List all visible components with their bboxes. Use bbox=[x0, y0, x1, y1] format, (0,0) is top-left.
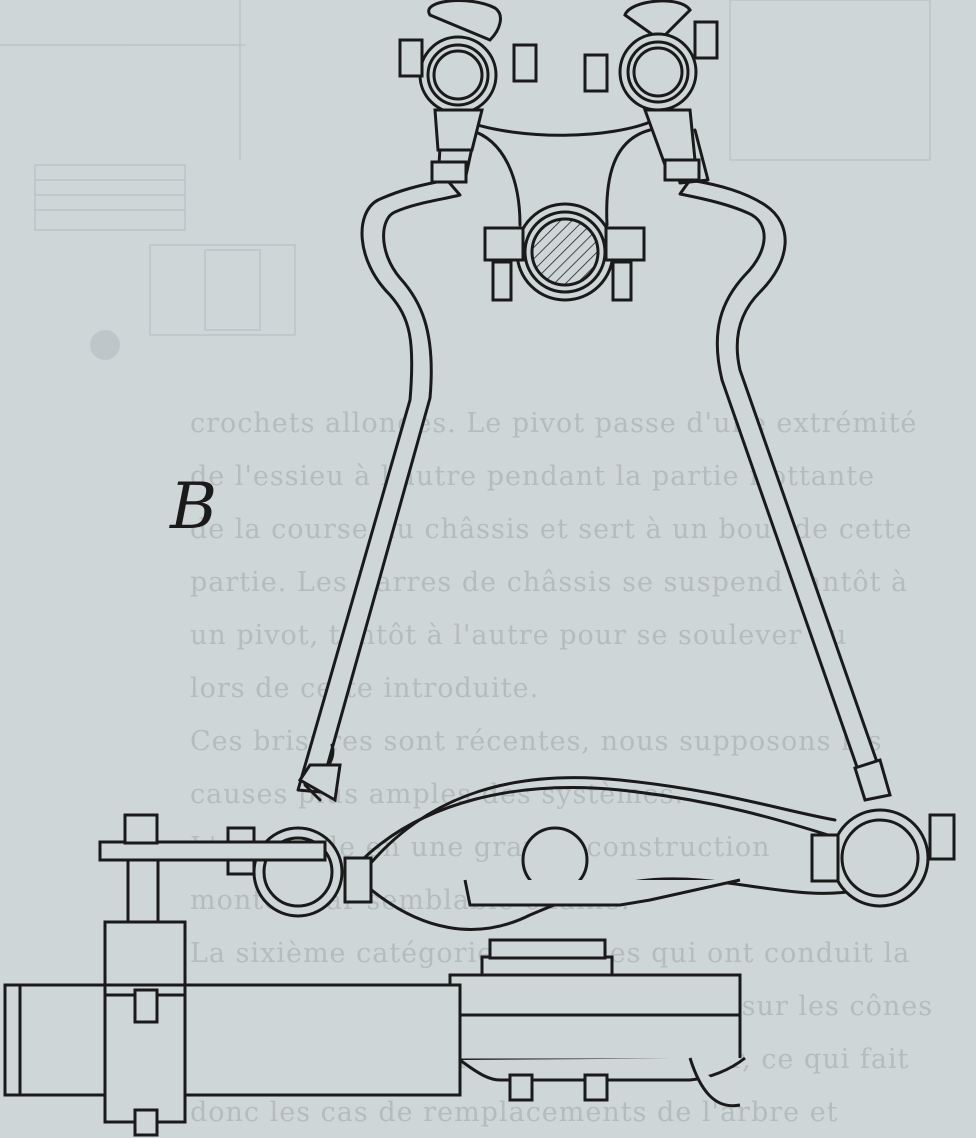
bleed-through-line: causes plus amples des systèmes. bbox=[190, 779, 685, 810]
center-hub-clamp bbox=[483, 202, 646, 302]
bleed-through-line: Ces brisures sont récentes, nous supposo… bbox=[190, 726, 883, 757]
center-support-and-bolts bbox=[448, 826, 746, 1108]
lower-right-clamp bbox=[810, 758, 956, 908]
bleed-through-line: un pivot, tantôt à l'autre pour se soule… bbox=[190, 620, 848, 651]
left-socket-clamp bbox=[398, 0, 538, 184]
bleed-through-line: lors de cette introduite. bbox=[190, 673, 540, 704]
figure-label: B bbox=[170, 470, 218, 544]
axle-and-frame bbox=[3, 813, 462, 1137]
right-socket-clamp bbox=[583, 0, 719, 182]
ghost-drawing bbox=[0, 0, 931, 360]
bleed-through-line: crochets allongés. Le pivot passe d'une … bbox=[190, 408, 918, 439]
